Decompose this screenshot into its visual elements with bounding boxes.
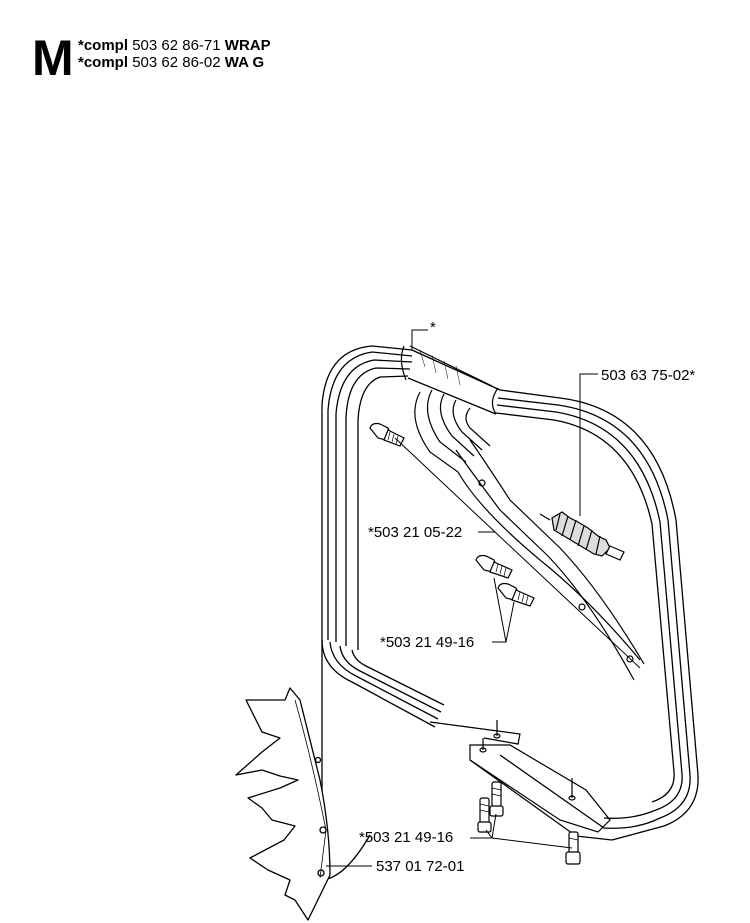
callout-guard-plate: 537 01 72-01 — [376, 858, 464, 875]
screws-bottom — [477, 781, 581, 865]
handle-lower-left-bend — [321, 639, 436, 728]
handle-tube-line-3 — [345, 367, 411, 646]
header-line-1-part-number: 503 62 86-71 — [132, 37, 221, 54]
damper-spring — [539, 511, 625, 561]
leader-top-marker — [411, 329, 428, 350]
bottom-bracket — [429, 720, 611, 833]
header-lines: *compl 503 62 86-71 WRAP *compl 503 62 8… — [78, 37, 378, 71]
handle-right-outer — [499, 389, 699, 841]
handle-tube-inner — [357, 375, 409, 650]
header-line-1: *compl 503 62 86-71 WRAP — [78, 37, 378, 54]
header-line-1-prefix: *compl — [78, 37, 129, 54]
header-line-2-prefix: *compl — [78, 54, 129, 71]
section-letter: M — [32, 30, 74, 86]
handle-tube-line-1 — [327, 351, 413, 640]
inner-support — [414, 389, 645, 681]
handle-tube-line-2 — [335, 359, 413, 642]
callout-screw-upper: *503 21 05-22 — [368, 524, 462, 541]
leader-lines — [326, 329, 641, 867]
header-line-1-suffix: WRAP — [224, 37, 271, 54]
header-line-2-suffix: WA G — [224, 54, 265, 71]
guard-plate — [235, 687, 331, 921]
callout-screws-bottom: *503 21 49-16 — [359, 829, 453, 846]
screw-upper — [369, 422, 405, 447]
header-line-2: *compl 503 62 86-02 WA G — [78, 54, 378, 71]
rubber-grip-top — [400, 345, 499, 415]
screw-middle-2 — [497, 582, 535, 607]
callout-top-marker: * — [430, 319, 436, 336]
callout-grip: 503 63 75-02* — [601, 367, 695, 384]
screw-middle-1 — [475, 554, 513, 579]
leader-grip — [579, 373, 598, 516]
handle-tube-outer — [321, 345, 413, 881]
header-line-2-part-number: 503 62 86-02 — [132, 54, 221, 71]
callout-screws-middle: *503 21 49-16 — [380, 634, 474, 651]
